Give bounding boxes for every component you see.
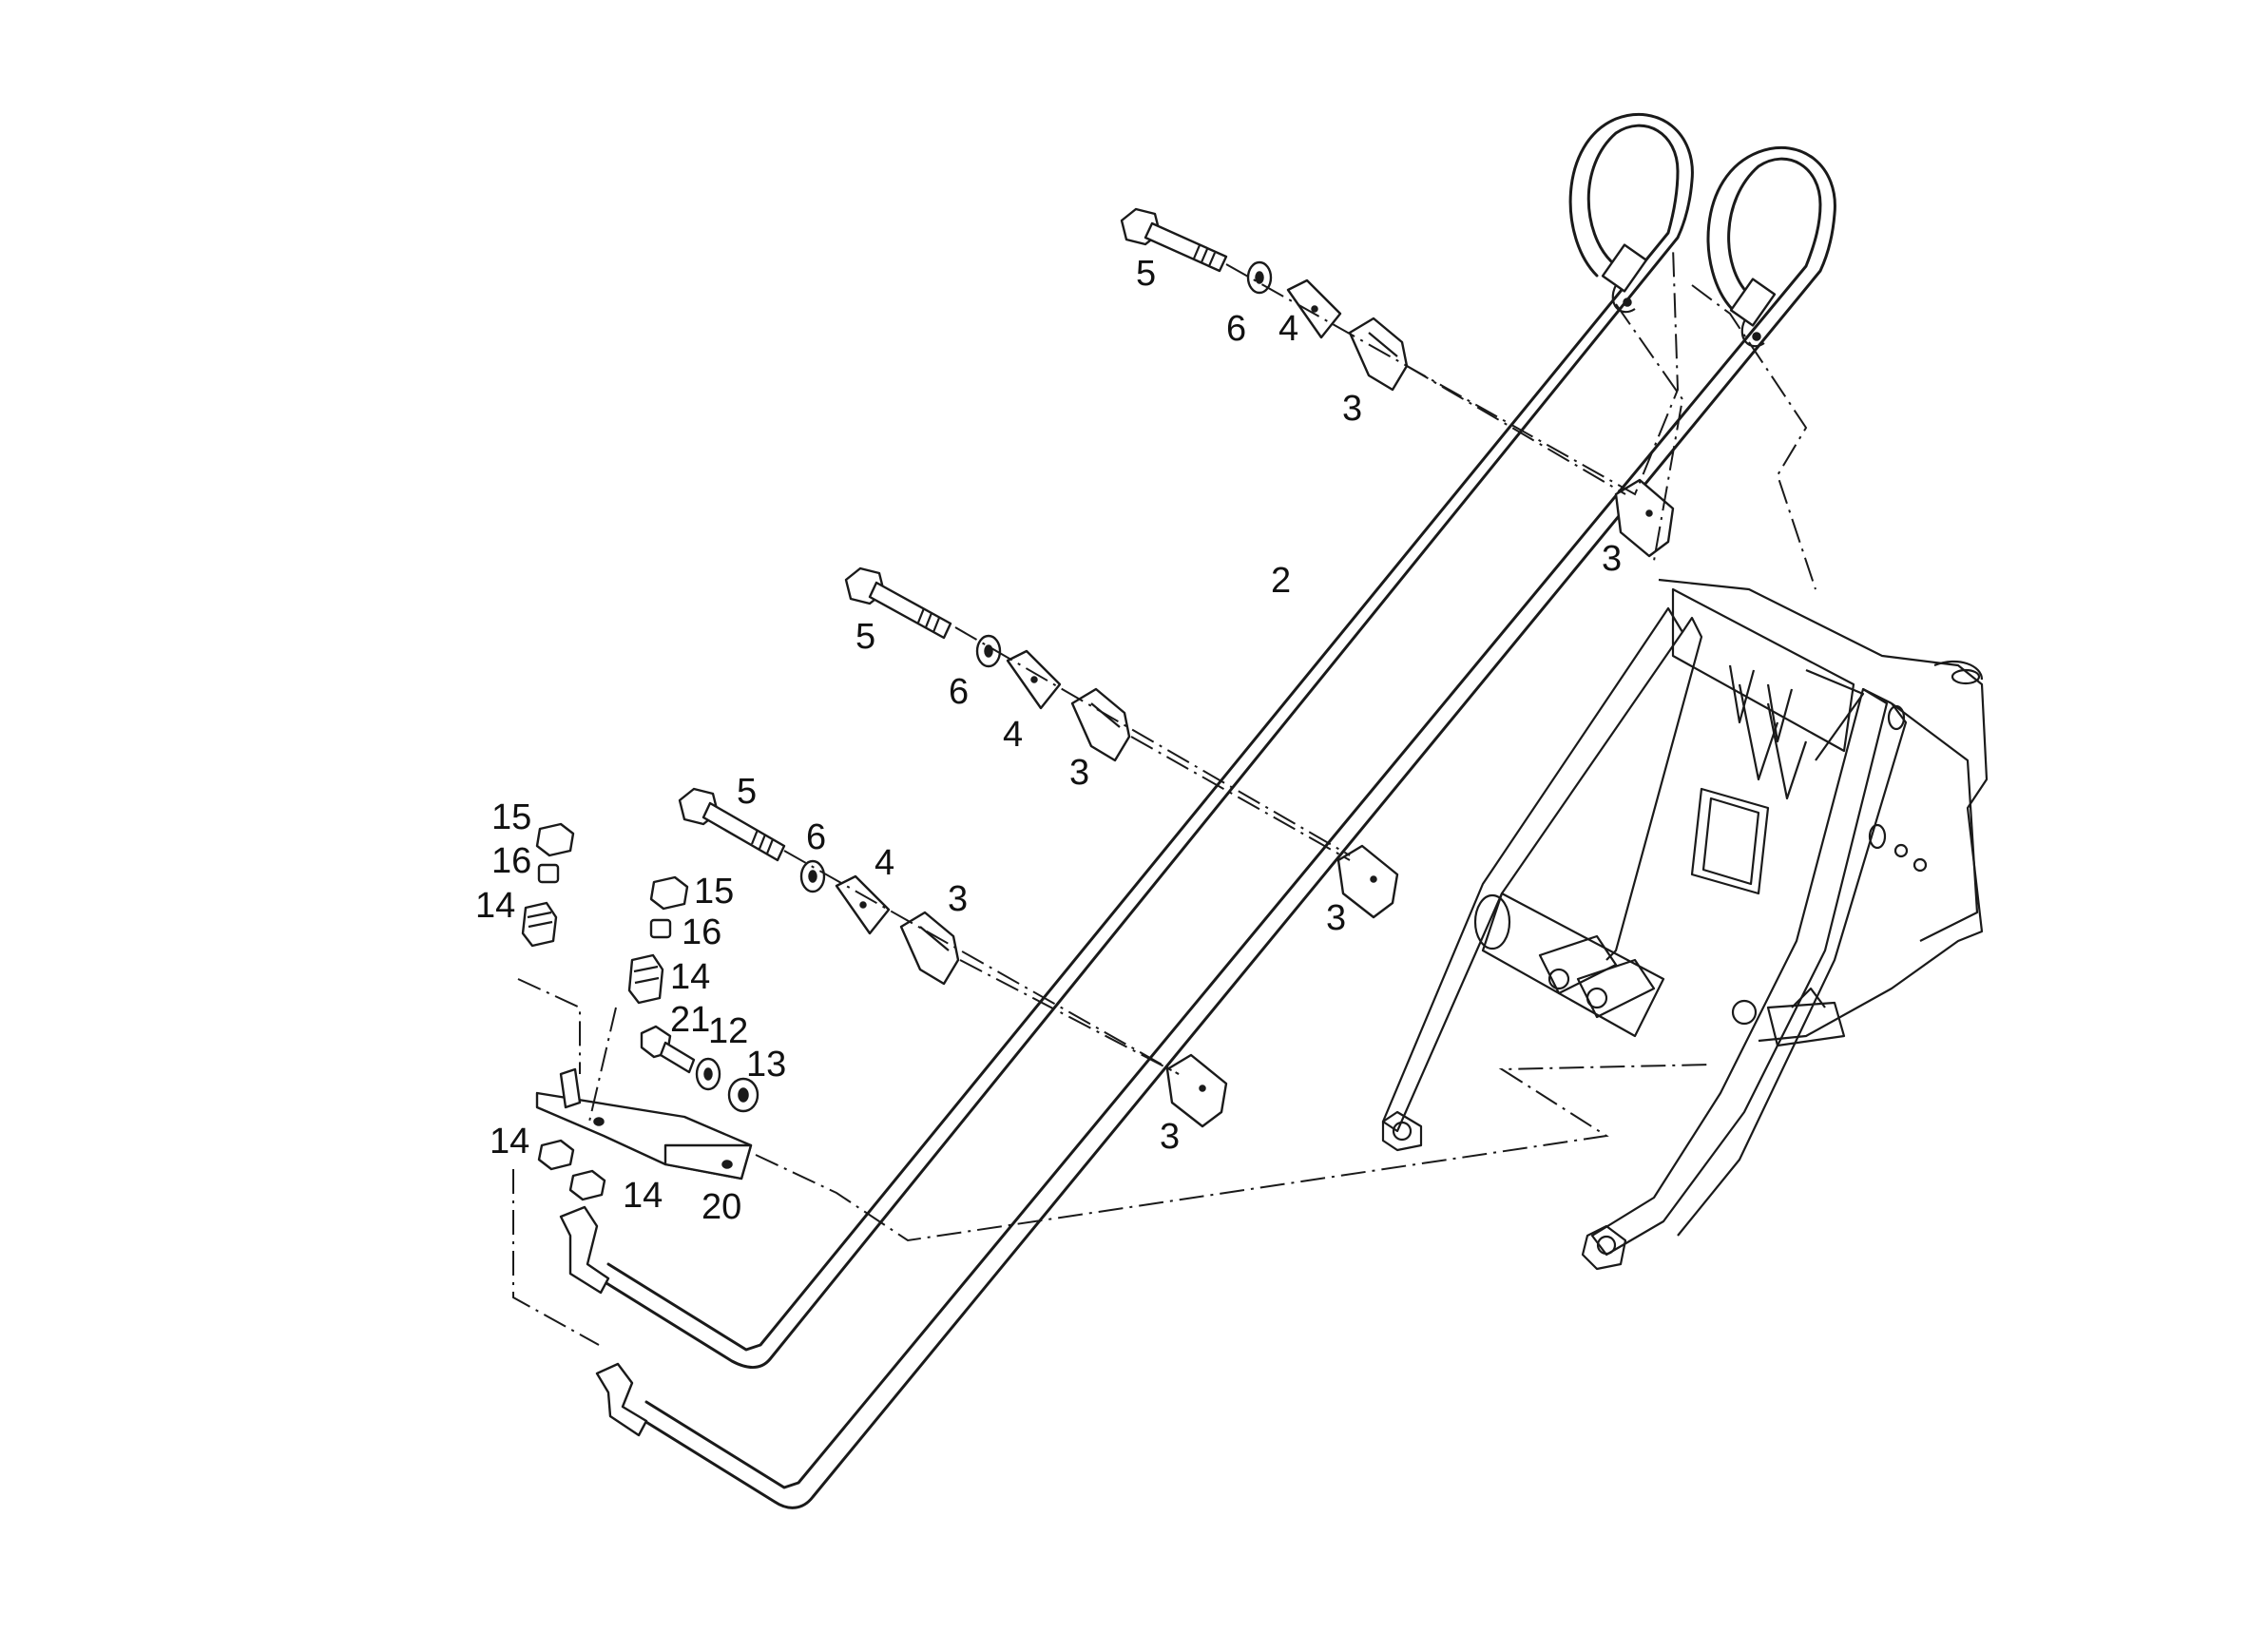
washer-12 [695, 1057, 721, 1091]
clamp-half-3-middle-right [1336, 844, 1399, 919]
clamp-assembly-middle [844, 566, 1399, 919]
callout-5-middle: 5 [855, 617, 875, 657]
callout-6-middle: 6 [949, 672, 969, 712]
washer-6-lower [799, 859, 826, 893]
callout-3-top-left: 3 [1342, 389, 1362, 429]
nut-15-right [649, 875, 689, 911]
clamp-half-3-lower-right [1165, 1053, 1228, 1128]
callout-6-lower: 6 [806, 817, 826, 857]
plate-4-middle [1006, 649, 1062, 710]
bolt-21 [640, 1025, 696, 1074]
callout-14-lower-left: 14 [490, 1122, 529, 1161]
clamp-half-3-top-left [1348, 317, 1409, 392]
callout-15-right: 15 [694, 872, 734, 912]
callout-16-right: 16 [682, 912, 721, 952]
loader-frame [1381, 578, 1989, 1271]
plate-4-top [1286, 278, 1342, 339]
callout-2: 2 [1271, 561, 1291, 601]
union-14-right [627, 953, 664, 1005]
callout-14-lower-right: 14 [623, 1176, 663, 1216]
bracket-20 [535, 1067, 753, 1181]
callout-14-left: 14 [475, 886, 515, 926]
callout-4-top: 4 [1278, 309, 1298, 349]
bolt-5-middle [844, 566, 952, 640]
callout-15-left: 15 [491, 797, 531, 837]
hose-fitting-bottom-b [595, 1362, 648, 1437]
assembly-centerlines [512, 246, 1816, 1346]
hydraulic-pipe-2 [597, 113, 1836, 1509]
callout-5-lower: 5 [737, 772, 757, 812]
callout-labels: 5 6 4 3 3 2 5 6 4 3 3 5 6 4 3 3 15 16 14… [475, 254, 1622, 1227]
nut-14-lower-right [568, 1169, 606, 1201]
callout-20: 20 [702, 1187, 741, 1227]
callout-16-left: 16 [491, 841, 531, 881]
union-14-left [521, 901, 558, 948]
clamp-assembly-lower [678, 787, 1228, 1128]
callout-13: 13 [746, 1045, 786, 1085]
callout-3-middle-right: 3 [1326, 898, 1346, 938]
callout-21: 21 [670, 1000, 710, 1040]
clamp-assembly-top [1120, 207, 1675, 558]
hose-fitting-top-b [1729, 278, 1777, 348]
bolt-5-lower [678, 787, 786, 862]
ring-16-left [537, 863, 560, 884]
nut-14-lower-left [537, 1139, 575, 1171]
clamp-half-3-top-right [1614, 478, 1675, 558]
callout-12: 12 [708, 1011, 748, 1051]
bolt-5-top [1120, 207, 1228, 273]
callout-4-middle: 4 [1003, 715, 1023, 755]
washer-13 [727, 1077, 759, 1113]
hose-fitting-top-a [1601, 243, 1648, 314]
callout-6-top: 6 [1226, 309, 1246, 349]
plate-4-lower [835, 874, 891, 935]
callout-14-right: 14 [670, 957, 710, 997]
nut-15-left [535, 822, 575, 857]
clamp-half-3-lower-left [899, 911, 960, 986]
clamp-half-3-middle-left [1070, 687, 1131, 762]
callout-3-top-right: 3 [1602, 539, 1622, 579]
callout-3-lower-right: 3 [1160, 1117, 1180, 1157]
callout-4-lower: 4 [875, 843, 894, 883]
callout-5-top: 5 [1136, 254, 1156, 294]
ring-16-right [649, 918, 672, 939]
callout-3-middle-left: 3 [1069, 753, 1089, 793]
callout-3-lower-left: 3 [948, 879, 968, 919]
hose-fitting-bottom-a [559, 1205, 610, 1295]
